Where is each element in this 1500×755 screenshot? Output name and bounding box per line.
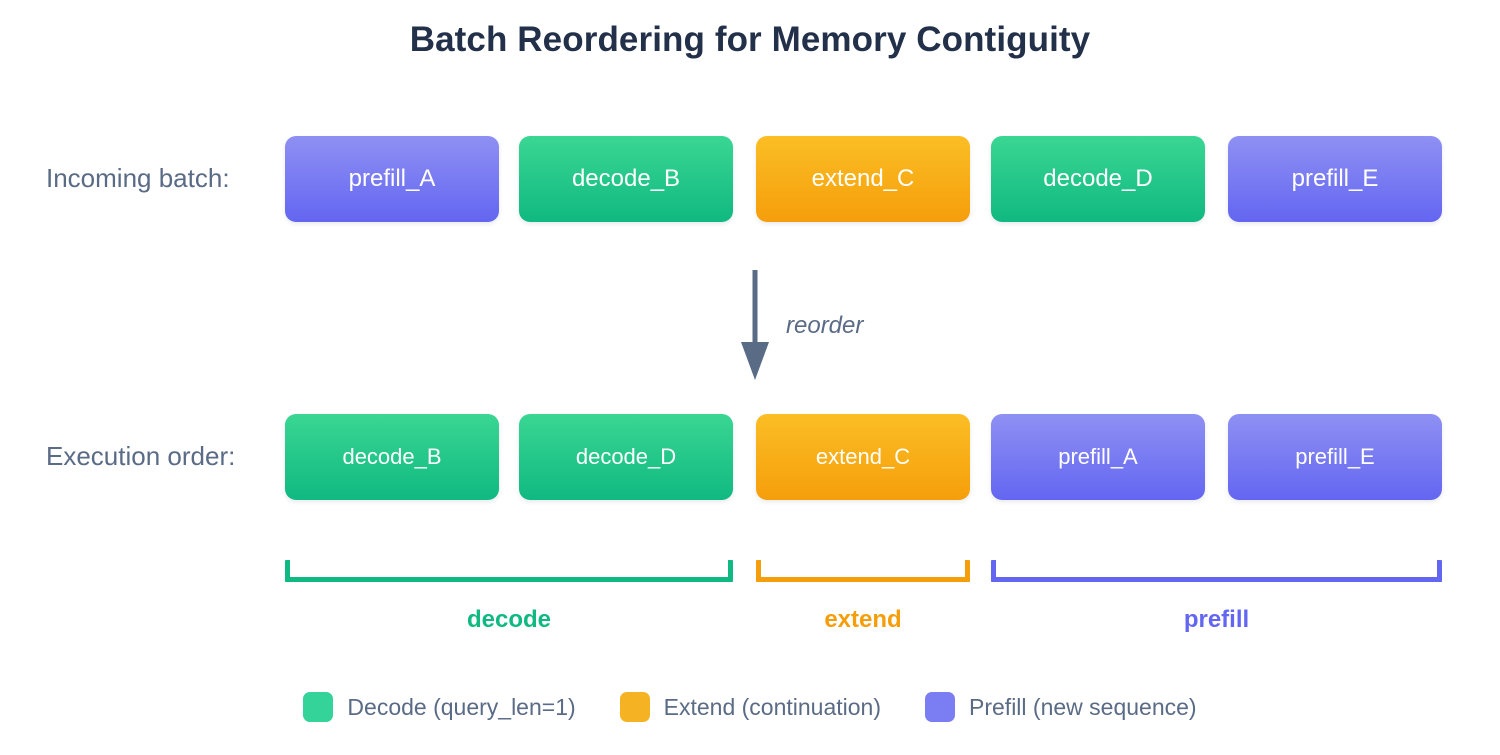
batch-box-label: extend_C bbox=[811, 165, 915, 192]
batch-box-label: prefill_A bbox=[348, 165, 436, 192]
exec-box-decode-b[interactable]: decode_B bbox=[285, 414, 499, 500]
group-label-extend: extend bbox=[824, 606, 902, 633]
exec-box-label: decode_D bbox=[575, 444, 677, 469]
exec-box-label: decode_B bbox=[342, 444, 442, 469]
group-bracket-extend bbox=[756, 560, 970, 582]
batch-box-label: decode_B bbox=[571, 165, 681, 192]
legend-item-decode: Decode (query_len=1) bbox=[303, 692, 576, 722]
exec-box-prefill-a[interactable]: prefill_A bbox=[991, 414, 1205, 500]
exec-box-label: extend_C bbox=[815, 444, 911, 469]
legend-label-prefill: Prefill (new sequence) bbox=[969, 693, 1197, 720]
legend-label-extend: Extend (continuation) bbox=[663, 693, 882, 720]
legend: Decode (query_len=1) Extend (continuatio… bbox=[0, 692, 1500, 722]
execution-order-label: Execution order: bbox=[46, 441, 236, 471]
reorder-label: reorder bbox=[786, 312, 864, 339]
exec-box-decode-d[interactable]: decode_D bbox=[519, 414, 733, 500]
exec-box-prefill-e[interactable]: prefill_E bbox=[1228, 414, 1442, 500]
batch-box-prefill-e[interactable]: prefill_E bbox=[1228, 136, 1442, 222]
group-label-prefill: prefill bbox=[1183, 606, 1250, 633]
batch-box-decode-b[interactable]: decode_B bbox=[519, 136, 733, 222]
reorder-arrow bbox=[740, 270, 780, 387]
group-bracket-decode bbox=[285, 560, 733, 582]
page-title: Batch Reordering for Memory Contiguity bbox=[409, 20, 1091, 59]
legend-label-decode: Decode (query_len=1) bbox=[347, 693, 576, 720]
legend-swatch-prefill-icon bbox=[925, 692, 956, 722]
legend-item-extend: Extend (continuation) bbox=[619, 692, 882, 722]
batch-box-decode-d[interactable]: decode_D bbox=[991, 136, 1205, 222]
batch-box-label: decode_D bbox=[1043, 165, 1153, 192]
batch-box-extend-c[interactable]: extend_C bbox=[756, 136, 970, 222]
arrow-down-icon bbox=[741, 270, 769, 380]
legend-swatch-decode-icon bbox=[303, 692, 334, 722]
legend-item-prefill: Prefill (new sequence) bbox=[925, 692, 1197, 722]
exec-box-extend-c[interactable]: extend_C bbox=[756, 414, 970, 500]
group-label-decode: decode bbox=[466, 606, 552, 633]
batch-box-label: prefill_E bbox=[1291, 165, 1379, 192]
exec-box-label: prefill_A bbox=[1058, 444, 1138, 469]
incoming-batch-label: Incoming batch: bbox=[46, 163, 230, 193]
exec-box-label: prefill_E bbox=[1295, 444, 1375, 469]
batch-box-prefill-a[interactable]: prefill_A bbox=[285, 136, 499, 222]
group-bracket-prefill bbox=[991, 560, 1442, 582]
legend-swatch-extend-icon bbox=[619, 692, 650, 722]
